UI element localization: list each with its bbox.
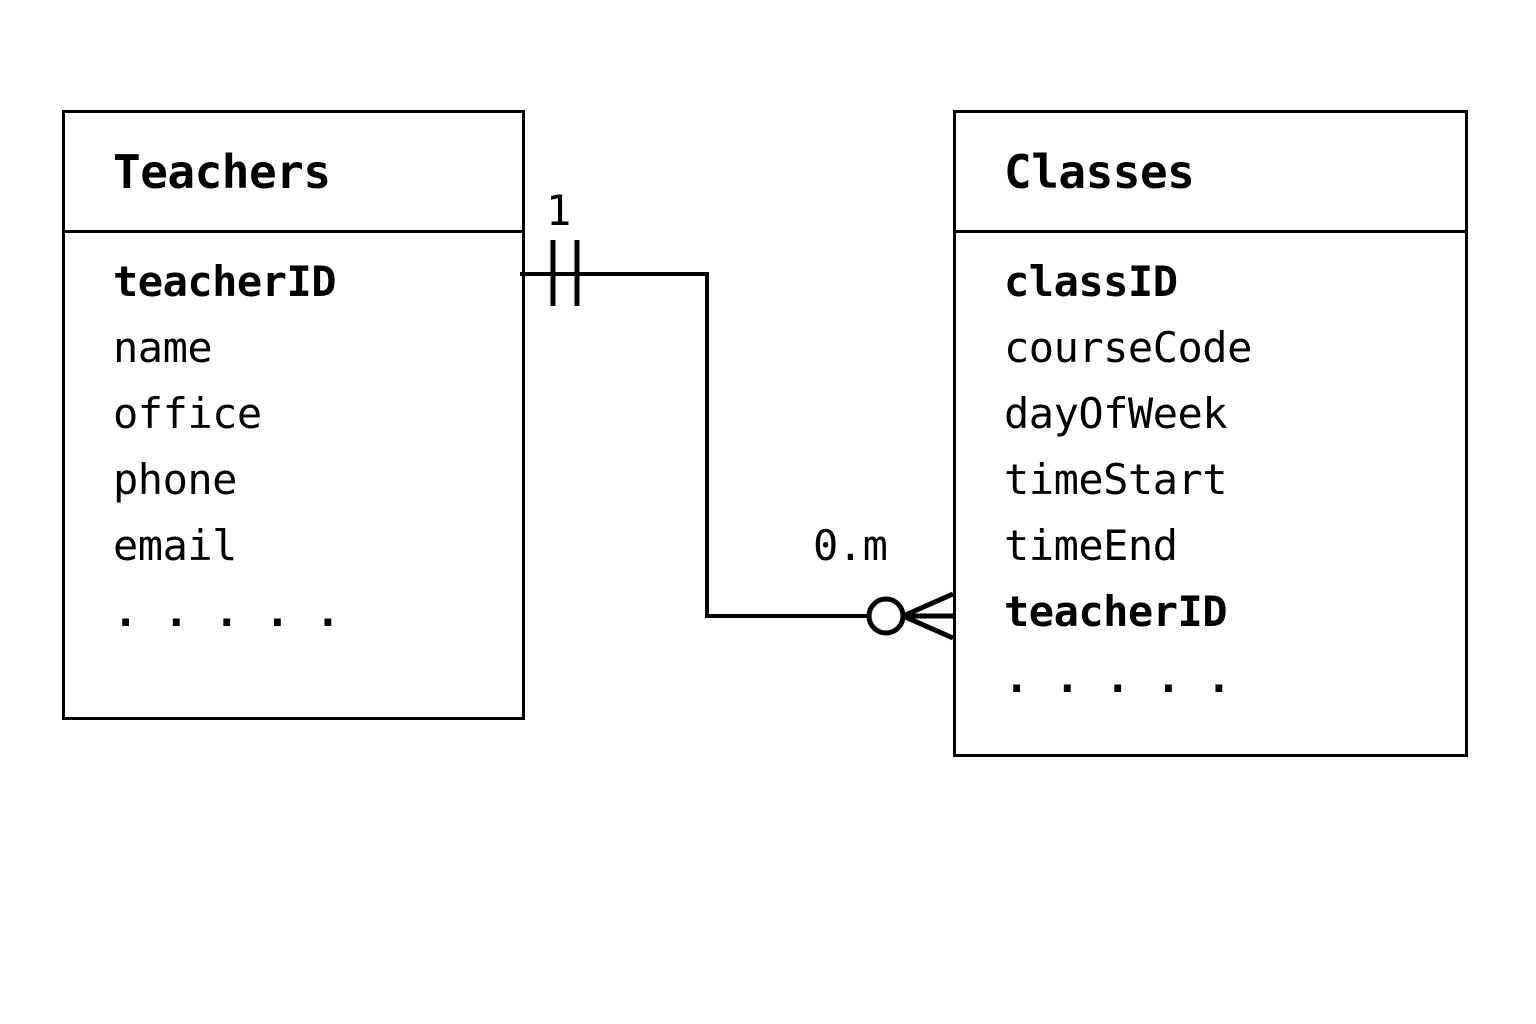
field-timestart[interactable]: timeStart [1004,455,1228,504]
field-coursecode[interactable]: courseCode [1004,323,1252,372]
entity-box-classes[interactable]: Classes classID courseCode dayOfWeek tim… [953,110,1468,757]
entity-title-teachers: Teachers [113,144,331,199]
field-name[interactable]: name [113,323,213,372]
field-classid[interactable]: classID [1004,257,1178,306]
field-teacherid-fk[interactable]: teacherID [1004,587,1228,636]
field-teacherid[interactable]: teacherID [113,257,337,306]
cardinality-marker-zero-circle [866,596,906,636]
entity-fields-teachers: teacherID name office phone email . . . … [65,233,522,645]
entity-header-classes: Classes [956,113,1465,233]
entity-box-teachers[interactable]: Teachers teacherID name office phone ema… [62,110,525,720]
field-ellipsis-teachers: . . . . . [113,587,341,636]
crows-foot-lower [901,613,955,641]
field-timeend[interactable]: timeEnd [1004,521,1178,570]
crows-foot-upper [901,591,955,619]
cardinality-label-one: 1 [546,186,571,235]
field-dayofweek[interactable]: dayOfWeek [1004,389,1228,438]
entity-fields-classes: classID courseCode dayOfWeek timeStart t… [956,233,1465,711]
entity-title-classes: Classes [1004,144,1195,199]
field-phone[interactable]: phone [113,455,237,504]
field-email[interactable]: email [113,521,237,570]
field-office[interactable]: office [113,389,262,438]
field-ellipsis-classes: . . . . . [1004,653,1232,702]
cardinality-label-zero-many: 0.m [813,521,888,570]
entity-header-teachers: Teachers [65,113,522,233]
